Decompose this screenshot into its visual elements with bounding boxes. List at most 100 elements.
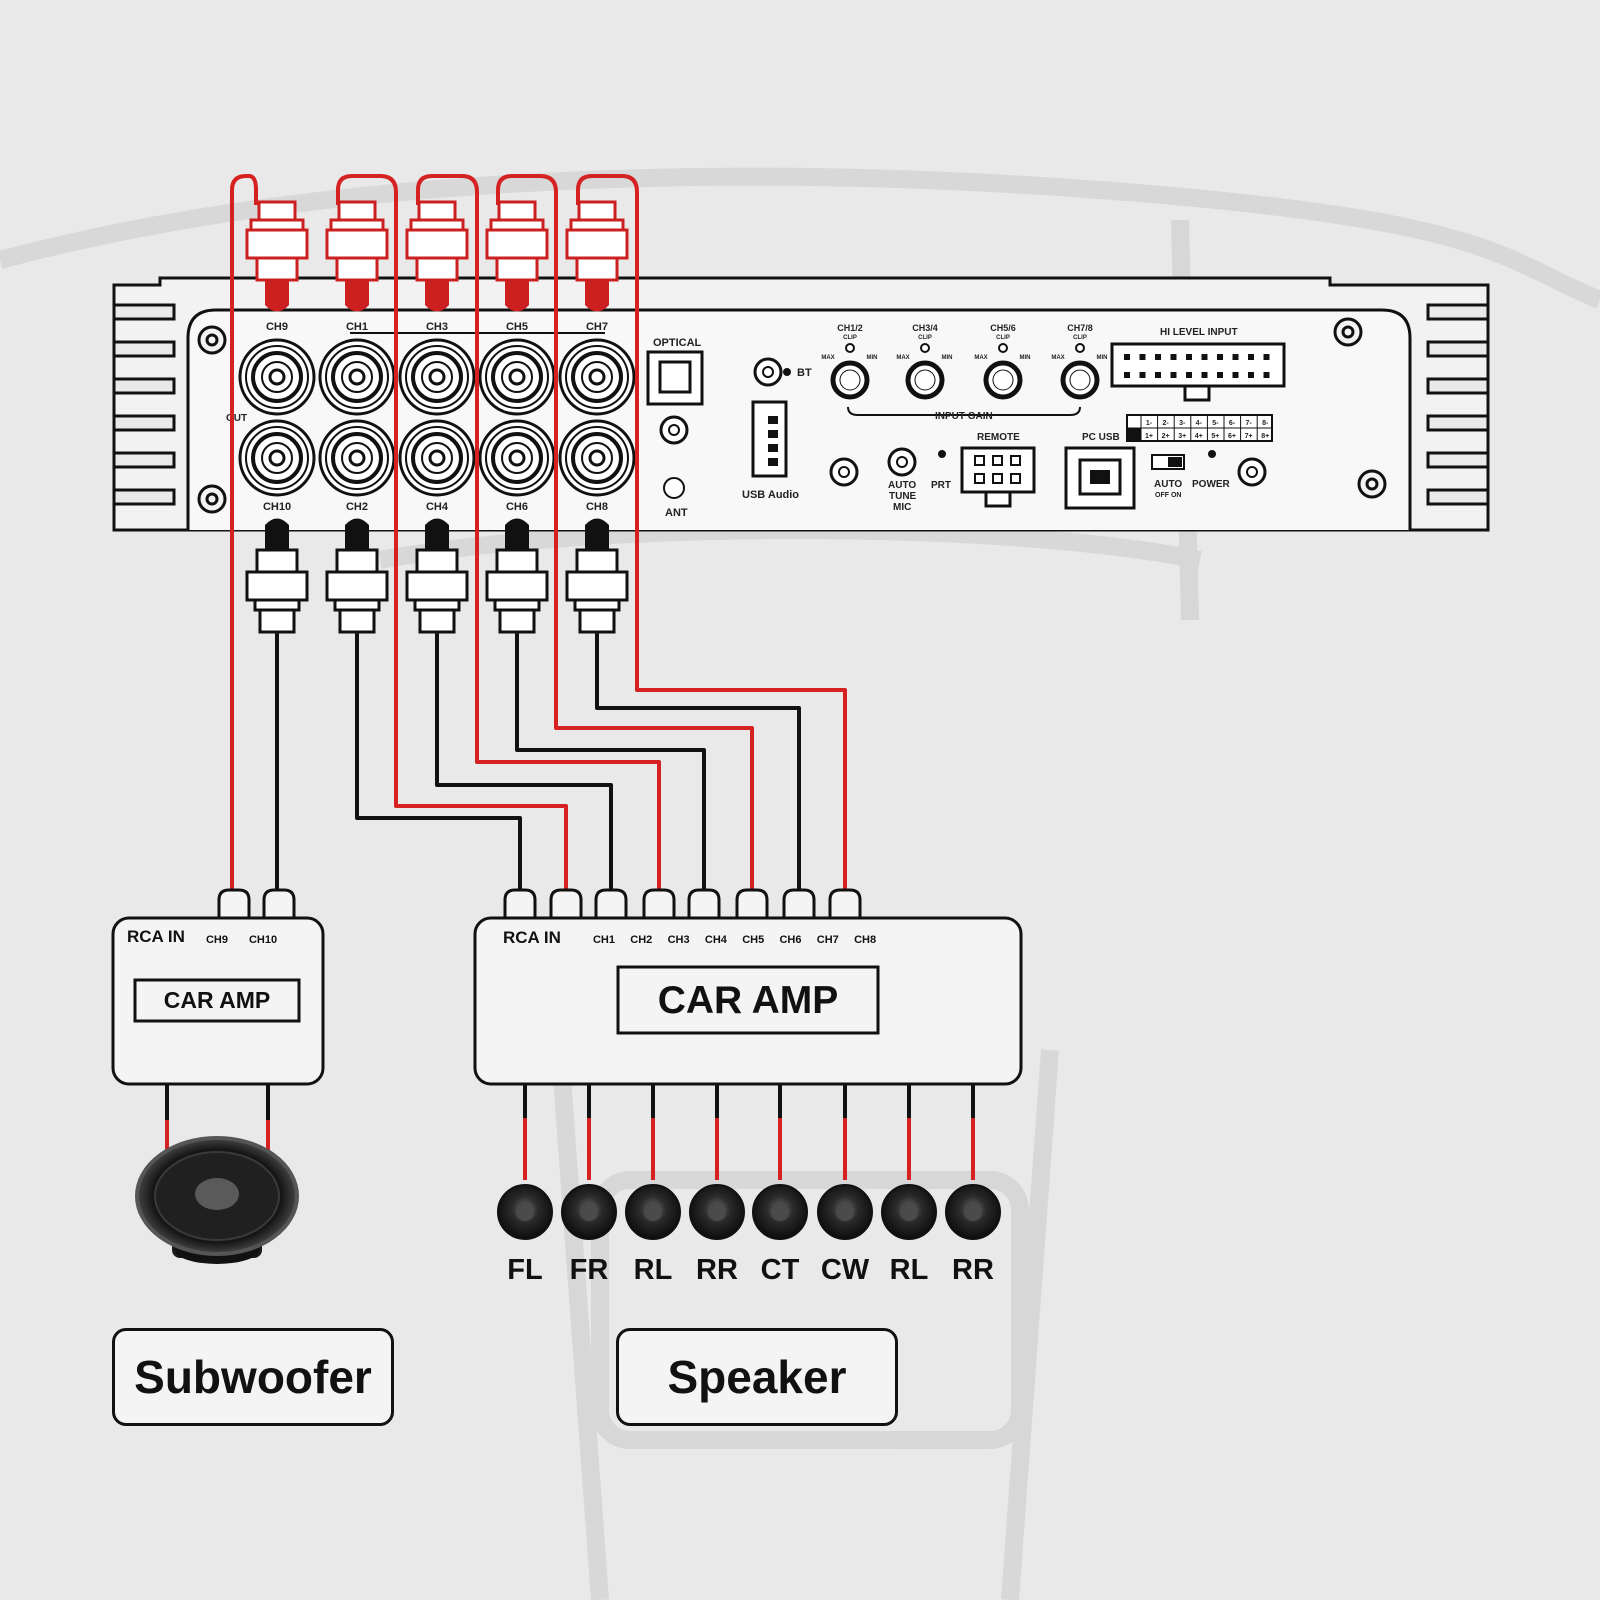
rca-jack-ch10[interactable] — [238, 419, 316, 497]
rca-top-label: CH1 — [346, 321, 368, 333]
remote-port[interactable] — [960, 446, 1036, 494]
wire-ch6 — [515, 620, 706, 900]
svg-text:CH5: CH5 — [742, 934, 764, 946]
input-gain-bracket — [847, 406, 1081, 416]
svg-text:6+: 6+ — [1228, 433, 1236, 440]
rca-plug-top-ch1 — [325, 200, 389, 312]
ant-label: ANT — [665, 507, 688, 519]
svg-text:MAX: MAX — [821, 355, 834, 361]
sub-amp-rca-inputs — [217, 888, 296, 918]
prt-label: PRT — [931, 480, 951, 491]
remote-port-tab — [984, 490, 1012, 508]
pin-table: 1-1+2-2+3-3+4-4+5-5+6-6+7-7+8-8+ — [1126, 414, 1273, 442]
svg-text:MAX: MAX — [896, 355, 909, 361]
main-amp-input-7[interactable] — [782, 888, 816, 918]
auto-tune-mic-jack-inner — [896, 456, 908, 468]
speaker-label: CW — [821, 1254, 870, 1286]
rca-jack-ch2[interactable] — [318, 419, 396, 497]
main-amp-rca-in-label: RCA IN — [503, 928, 561, 947]
speaker-label: RR — [952, 1254, 994, 1286]
rca-bottom-label: CH6 — [506, 501, 528, 513]
sub-amp-title: CAR AMP — [164, 987, 270, 1013]
rca-plug-bottom-ch10 — [245, 518, 309, 634]
main-amp-input-5[interactable] — [687, 888, 721, 918]
rca-jack-ch4[interactable] — [398, 419, 476, 497]
heatsink-fins-left — [112, 303, 176, 506]
rca-plugs — [245, 200, 629, 634]
svg-text:3-: 3- — [1179, 420, 1186, 427]
sub-amp-rca-in-label: RCA IN — [127, 927, 185, 946]
speaker-label: RR — [696, 1254, 738, 1286]
main-amp-input-1[interactable] — [503, 888, 537, 918]
svg-text:1+: 1+ — [1145, 433, 1153, 440]
speaker-1: FL — [497, 1184, 553, 1286]
svg-text:4+: 4+ — [1195, 433, 1203, 440]
wire-ch1 — [336, 174, 568, 900]
ant-port[interactable] — [663, 477, 685, 499]
wire-ch5 — [496, 174, 754, 900]
usb-audio-label: USB Audio — [742, 489, 799, 501]
pc-usb-port-inner — [1078, 458, 1122, 496]
svg-text:CH10: CH10 — [249, 934, 277, 946]
rca-jack-ch8[interactable] — [558, 419, 636, 497]
svg-text:CLIP: CLIP — [918, 335, 932, 341]
svg-text:1-: 1- — [1146, 420, 1153, 427]
auto-switch-knob — [1168, 457, 1182, 467]
speaker-label: FL — [507, 1254, 542, 1286]
svg-text:CH6: CH6 — [779, 934, 801, 946]
rca-plug-bottom-ch2 — [325, 518, 389, 634]
rca-jack-ch6[interactable] — [478, 419, 556, 497]
rca-jack-ch1[interactable] — [318, 338, 396, 416]
rca-jack-ch7[interactable] — [558, 338, 636, 416]
svg-text:CLIP: CLIP — [1073, 335, 1087, 341]
svg-text:MIN: MIN — [942, 355, 953, 361]
svg-text:8+: 8+ — [1261, 433, 1269, 440]
rca-plug-top-ch9 — [245, 200, 309, 312]
speaker-label: RL — [890, 1254, 929, 1286]
main-amp-input-4[interactable] — [642, 888, 676, 918]
rca-plug-top-ch7 — [565, 200, 629, 312]
rca-top-label: CH5 — [506, 321, 528, 333]
svg-text:CH3/4: CH3/4 — [912, 323, 938, 333]
rca-top-label: CH9 — [266, 321, 288, 333]
rca-jack-ch9[interactable] — [238, 338, 316, 416]
remote-port-pins — [974, 455, 1021, 484]
sub-amp-input-ch9[interactable] — [217, 888, 251, 918]
rca-bottom-label: CH4 — [426, 501, 449, 513]
rca-jack-ch3[interactable] — [398, 338, 476, 416]
sub-amp-input-ch10[interactable] — [262, 888, 296, 918]
off-on-label: OFF ON — [1155, 492, 1181, 499]
speaker-label: RL — [634, 1254, 673, 1286]
remote-label: REMOTE — [977, 432, 1020, 443]
ant-jack-inner — [668, 424, 680, 436]
hi-level-input-connector[interactable] — [1110, 342, 1286, 388]
speaker-label: CT — [761, 1254, 800, 1286]
main-amp-rca-inputs — [503, 888, 862, 918]
rca-jack-ch5[interactable] — [478, 338, 556, 416]
wire-ch2 — [355, 620, 522, 900]
speaker-7: RL — [881, 1184, 937, 1286]
power-jack-inner — [1246, 466, 1258, 478]
auto-label: AUTO — [1154, 479, 1182, 490]
svg-text:CH7/8: CH7/8 — [1067, 323, 1093, 333]
hi-level-input-label: HI LEVEL INPUT — [1160, 327, 1238, 338]
svg-text:3+: 3+ — [1178, 433, 1186, 440]
red-wires — [230, 174, 847, 900]
main-amp-input-6[interactable] — [735, 888, 769, 918]
main-amp-input-2[interactable] — [549, 888, 583, 918]
svg-text:2+: 2+ — [1162, 433, 1170, 440]
svg-text:8-: 8- — [1262, 420, 1269, 427]
main-amp-input-3[interactable] — [594, 888, 628, 918]
main-amp-input-8[interactable] — [828, 888, 862, 918]
speaker-8: RR — [945, 1184, 1001, 1286]
